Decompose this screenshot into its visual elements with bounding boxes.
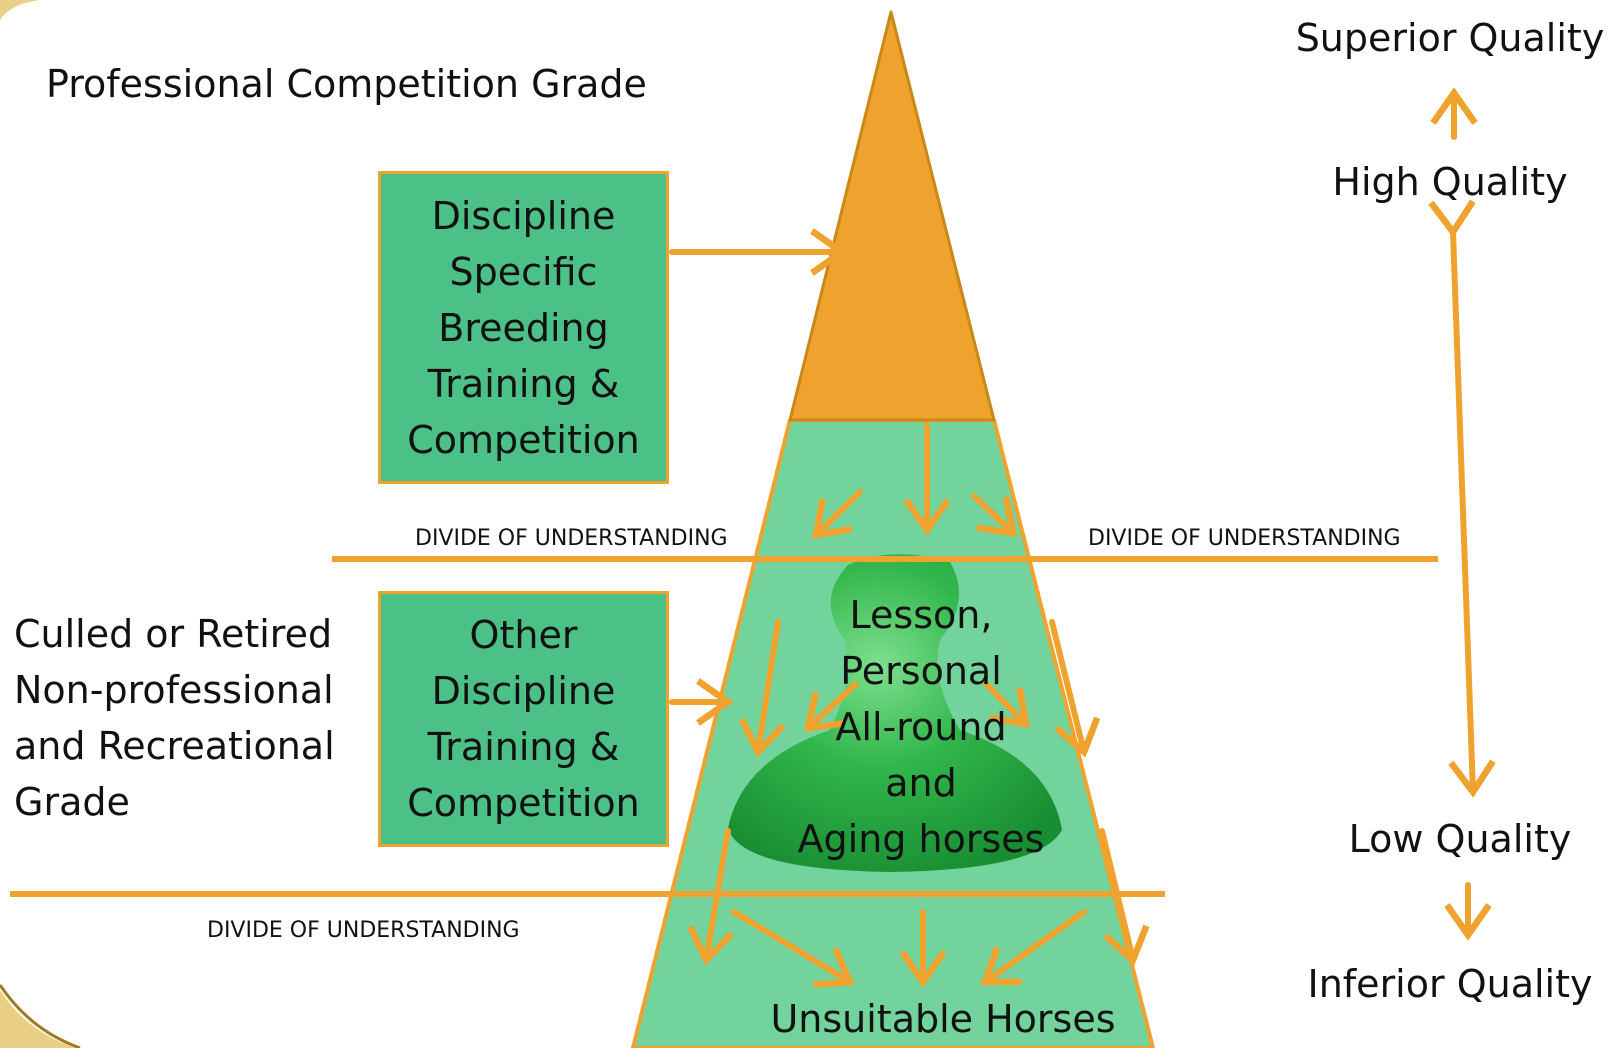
middle-tier-label: Lesson, Personal All-round and Aging hor… (776, 587, 1066, 867)
frame-bottom-left-edge (0, 984, 81, 1048)
non-professional-line-3: and Recreational (14, 724, 335, 768)
middle-line-2: Personal (840, 649, 1002, 693)
middle-line-1: Lesson, (849, 593, 993, 637)
arrow-mid-right-outer (1049, 619, 1101, 758)
arrow-bottom-left-outer (687, 828, 735, 966)
non-professional-line-4: Grade (14, 780, 130, 824)
other-discipline-box: Other Discipline Training & Competition (378, 591, 669, 847)
frame-top-left (0, 0, 40, 20)
non-professional-line-2: Non-professional (14, 668, 334, 712)
box1-line-2: Specific (449, 249, 598, 294)
arrow-bottom-right-outer (1099, 828, 1150, 966)
box2-line-1: Other (469, 613, 578, 657)
arrow-mid-left-outer (738, 619, 786, 758)
box2-line-2: Discipline (431, 669, 616, 713)
arrow-apex-down-left (811, 489, 863, 540)
divide-label-lower: DIVIDE OF UNDERSTANDING (207, 918, 520, 943)
box1-line-4: Training & (427, 361, 620, 406)
middle-line-3: All-round (835, 705, 1007, 749)
arrows (669, 87, 1496, 988)
superior-quality-label: Superior Quality (1295, 16, 1605, 60)
non-professional-line-1: Culled or Retired (14, 612, 333, 656)
middle-line-4: and (885, 761, 957, 805)
divide-label-upper-left: DIVIDE OF UNDERSTANDING (415, 526, 728, 551)
non-professional-grade-label: Culled or Retired Non-professional and R… (14, 606, 335, 830)
arrow-mid-right-inner (983, 681, 1031, 729)
discipline-specific-box: Discipline Specific Breeding Training & … (378, 171, 669, 484)
arrow-high-low-double (1428, 199, 1496, 798)
arrow-bottom-left-inner (731, 909, 855, 988)
box1-line-3: Breeding (438, 305, 609, 350)
bottom-tier-label: Unsuitable Horses (770, 997, 1116, 1041)
frame-bottom-left (0, 990, 75, 1048)
box1-line-1: Discipline (431, 193, 616, 238)
pyramid-apex (788, 10, 996, 422)
box1-line-5: Competition (407, 417, 640, 462)
professional-grade-label: Professional Competition Grade (46, 62, 647, 106)
low-quality-label: Low Quality (1348, 817, 1572, 861)
divide-label-upper-right: DIVIDE OF UNDERSTANDING (1088, 526, 1401, 551)
inferior-quality-label: Inferior Quality (1307, 962, 1593, 1006)
box2-line-4: Competition (407, 781, 640, 825)
box2-line-3: Training & (427, 725, 620, 769)
horse-figure (728, 554, 1062, 872)
arrow-bottom-right-inner (980, 909, 1087, 986)
high-quality-label: High Quality (1332, 160, 1568, 204)
arrow-mid-left-inner (803, 681, 859, 732)
middle-line-5: Aging horses (797, 817, 1045, 861)
arrow-apex-down-right (971, 493, 1018, 537)
